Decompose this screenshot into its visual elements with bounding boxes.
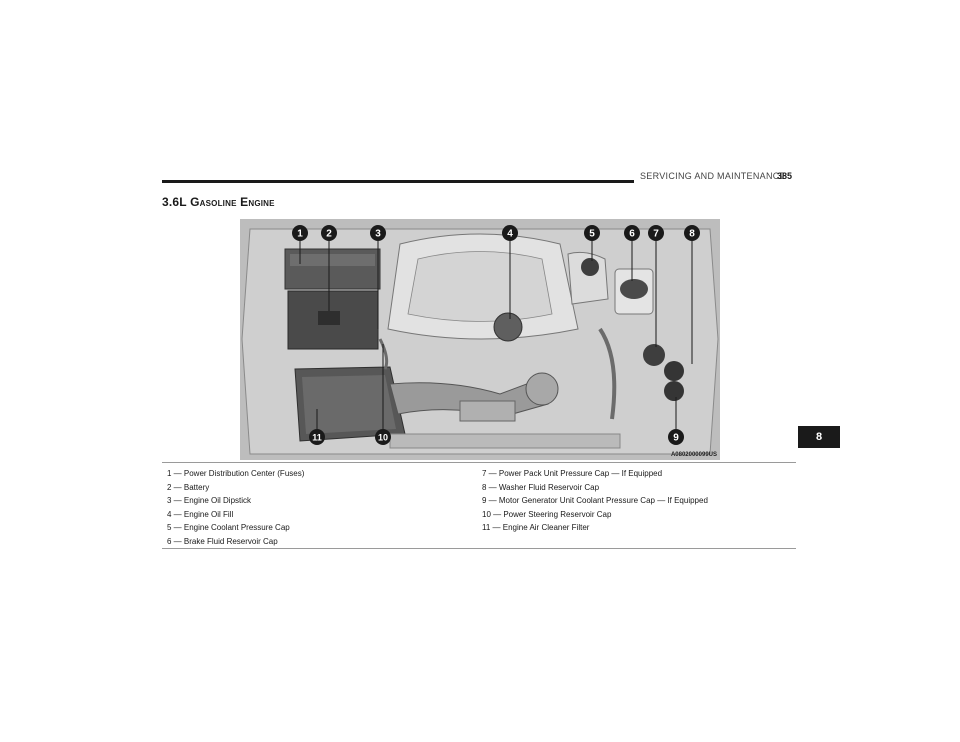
svg-text:11: 11 <box>312 433 322 443</box>
callout-3: 3 <box>370 225 386 241</box>
legend-item-7: 7 — Power Pack Unit Pressure Cap — If Eq… <box>482 469 663 478</box>
callout-2: 2 <box>321 225 337 241</box>
section-title: 3.6L Gasoline Engine <box>162 195 275 209</box>
legend-rule-bottom <box>162 548 796 549</box>
callout-7: 7 <box>648 225 664 241</box>
callout-4: 4 <box>502 225 518 241</box>
legend-item-10: 10 — Power Steering Reservoir Cap <box>482 510 612 519</box>
legend-item-1: 1 — Power Distribution Center (Fuses) <box>167 469 305 478</box>
chapter-tab-number: 8 <box>815 431 823 443</box>
legend-rule-top <box>162 462 796 463</box>
svg-text:7: 7 <box>653 229 659 240</box>
callout-1: 1 <box>292 225 308 241</box>
legend-item-6: 6 — Brake Fluid Reservoir Cap <box>167 537 278 546</box>
svg-text:8: 8 <box>689 229 695 240</box>
svg-text:9: 9 <box>673 433 679 444</box>
callout-8: 8 <box>684 225 700 241</box>
page-number: 385 <box>777 171 793 181</box>
svg-text:10: 10 <box>378 433 388 443</box>
legend-item-2: 2 — Battery <box>167 483 210 492</box>
legend-item-4: 4 — Engine Oil Fill <box>167 510 234 519</box>
running-header: SERVICING AND MAINTENANCE <box>640 171 786 181</box>
chapter-tab: 8 <box>798 426 840 448</box>
callout-10: 10 <box>375 429 391 445</box>
callout-11: 11 <box>309 429 325 445</box>
svg-text:1: 1 <box>297 229 303 240</box>
figure-id: A0802000099US <box>670 452 717 458</box>
svg-text:5: 5 <box>589 229 595 240</box>
callout-5: 5 <box>584 225 600 241</box>
legend-item-8: 8 — Washer Fluid Reservoir Cap <box>482 483 600 492</box>
svg-text:2: 2 <box>326 229 332 240</box>
svg-text:3: 3 <box>375 229 381 240</box>
legend-item-11: 11 — Engine Air Cleaner Filter <box>482 523 590 532</box>
svg-text:4: 4 <box>507 229 513 240</box>
legend-item-9: 9 — Motor Generator Unit Coolant Pressur… <box>482 496 708 505</box>
legend-item-5: 5 — Engine Coolant Pressure Cap <box>167 523 290 532</box>
callout-9: 9 <box>668 429 684 445</box>
engine-bay-illustration: 1 2 3 4 5 6 7 8 9 10 11 A0802000099US <box>240 219 720 460</box>
callout-6: 6 <box>624 225 640 241</box>
header-rule <box>162 180 634 183</box>
svg-text:6: 6 <box>629 229 635 240</box>
legend-item-3: 3 — Engine Oil Dipstick <box>167 496 252 505</box>
